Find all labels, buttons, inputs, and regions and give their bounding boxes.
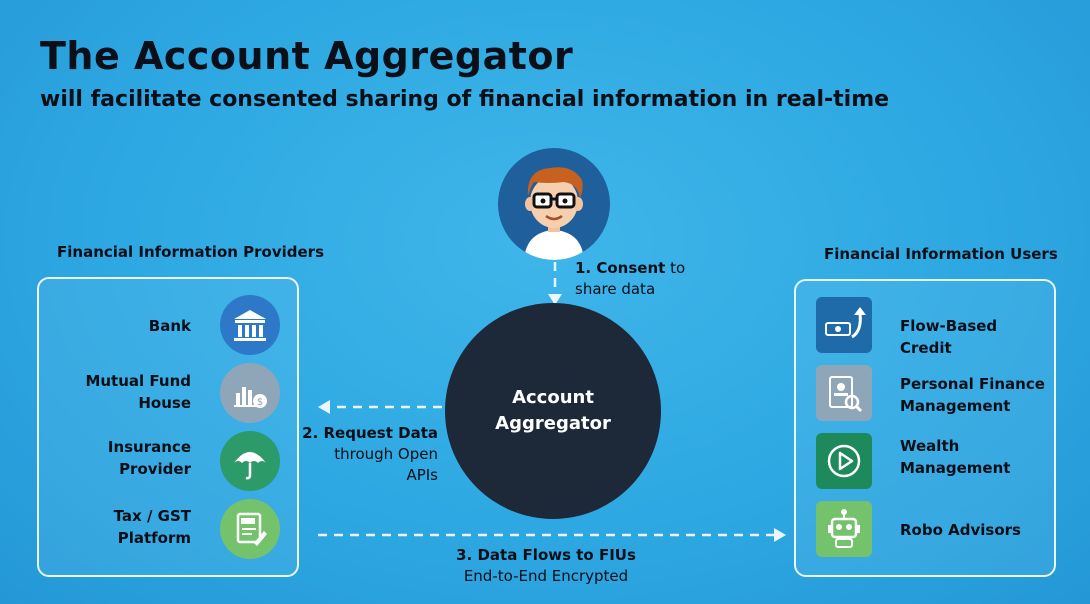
hub-label-line1: Account xyxy=(512,387,594,408)
request-arrowhead xyxy=(318,400,330,414)
providers-panel: Bank Mutual Fund House $ Insurance Provi… xyxy=(37,277,299,577)
account-aggregator-hub: Account Aggregator xyxy=(445,303,661,519)
svg-text:$: $ xyxy=(257,397,263,408)
provider-mutual-fund-label: Mutual Fund House xyxy=(85,372,191,412)
provider-bank-label: Bank xyxy=(148,317,191,335)
consent-label: 1. Consent to share data xyxy=(575,259,686,298)
user-robo-advisors-label: Robo Advisors xyxy=(900,521,1021,539)
profile-search-icon xyxy=(816,365,872,421)
providers-heading: Financial Information Providers xyxy=(57,243,324,261)
hub-label-line2: Aggregator xyxy=(495,413,611,434)
money-growth-icon xyxy=(816,297,872,353)
fund-chart-icon: $ xyxy=(220,363,280,423)
bank-icon xyxy=(220,295,280,355)
gst-document-icon xyxy=(220,499,280,559)
request-data-label: 2. Request Data through Open APIs xyxy=(302,424,438,484)
page-subtitle: will facilitate consented sharing of fin… xyxy=(40,87,890,112)
provider-tax-gst-label: Tax / GST Platform xyxy=(113,507,191,547)
umbrella-icon xyxy=(220,431,280,491)
users-panel: Flow-Based Credit Personal Finance Manag… xyxy=(794,279,1056,577)
flow-arrowhead xyxy=(774,528,786,542)
provider-insurance-label: Insurance Provider xyxy=(107,438,191,478)
user-avatar xyxy=(498,148,610,260)
robot-icon xyxy=(816,501,872,557)
user-wealth-label: Wealth Management xyxy=(900,437,1011,477)
users-heading: Financial Information Users xyxy=(824,245,1058,263)
play-icon xyxy=(816,433,872,489)
page-title: The Account Aggregator xyxy=(40,34,574,78)
user-flow-credit-label: Flow-Based Credit xyxy=(900,317,998,357)
user-pfm-label: Personal Finance Management xyxy=(900,375,1045,415)
consent-arrowhead xyxy=(548,294,562,305)
data-flow-label: 3. Data Flows to FIUs End-to-End Encrypt… xyxy=(456,546,636,585)
